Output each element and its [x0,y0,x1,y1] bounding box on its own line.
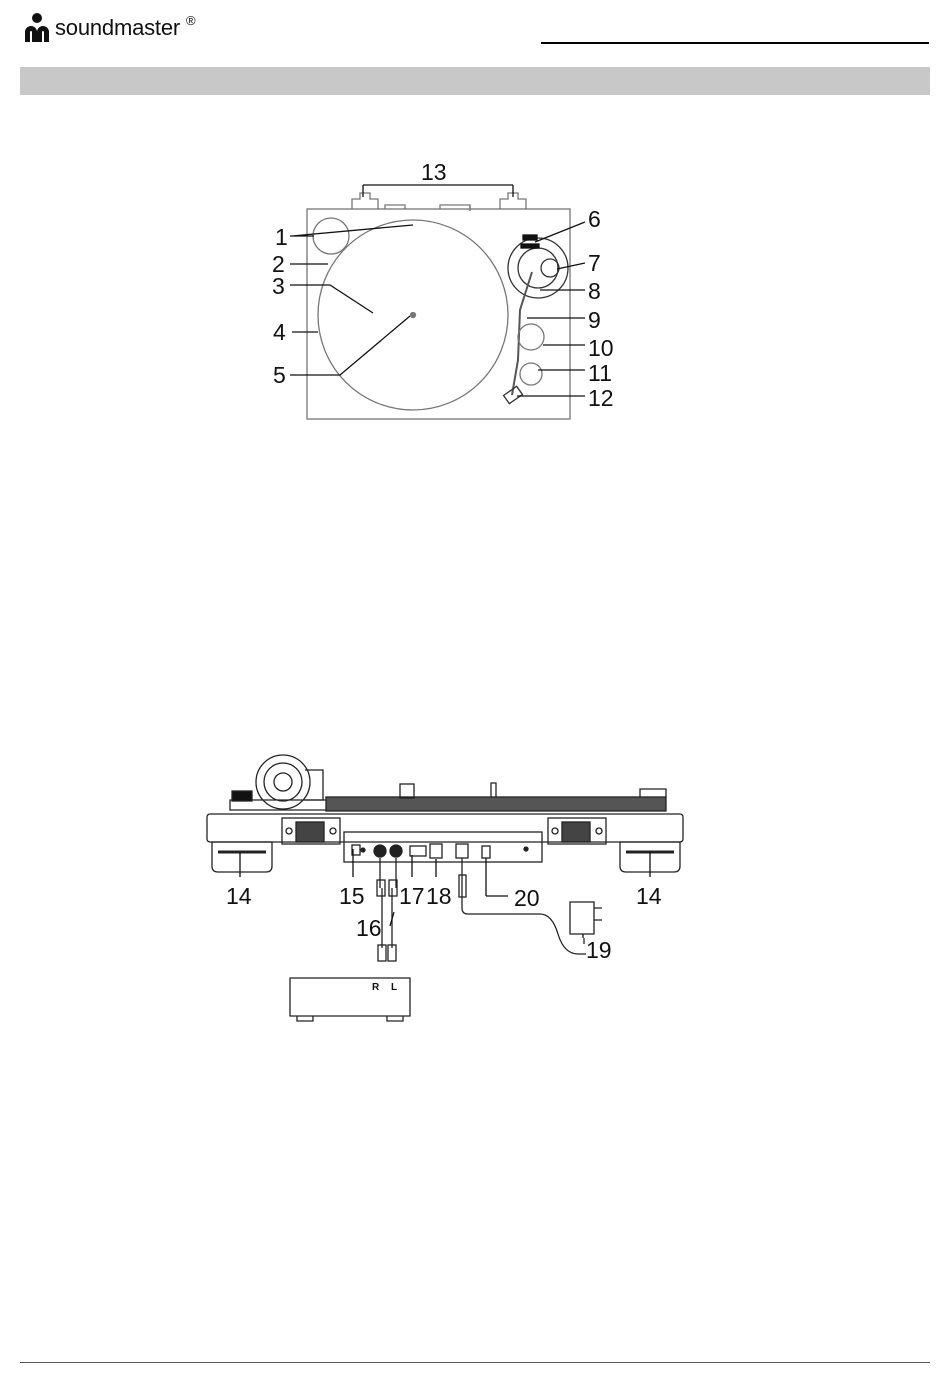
tonearm [512,272,532,395]
callout-15: 15 [339,883,365,909]
callout-13: 13 [421,159,447,185]
callout-20: 20 [514,885,540,911]
callout-9: 9 [588,307,601,333]
platter-strobe-edge [326,797,666,811]
callout-18: 18 [426,883,452,909]
footer-rule [20,1362,930,1363]
callout-5: 5 [273,362,286,388]
callout-14-right: 14 [636,883,662,909]
callout-6: 6 [588,206,601,232]
amp-label-r: R [372,982,380,993]
callout-3: 3 [272,273,285,299]
power-adapter [570,902,594,934]
lift-lever [520,363,542,385]
callout-16: 16 [356,915,382,941]
foot-left [212,842,272,872]
spindle [411,313,416,318]
speed-selector [313,218,349,254]
callout-14-left: 14 [226,883,252,909]
callout-7: 7 [588,250,601,276]
callout-1: 1 [275,224,288,250]
rear-connection-panel [344,832,542,862]
hinge-left [352,193,378,209]
callout-8: 8 [588,278,601,304]
callout-4: 4 [273,319,286,345]
callout-10: 10 [588,335,614,361]
anti-skate-knob [541,259,559,277]
callout-12: 12 [588,385,614,411]
amp-label-l: L [391,982,397,993]
counterweight [523,235,537,240]
arm-rest [518,324,544,350]
plinth [207,814,683,842]
callout-11: 11 [588,360,612,386]
callout-19: 19 [586,937,612,963]
callout-17: 17 [399,883,425,909]
